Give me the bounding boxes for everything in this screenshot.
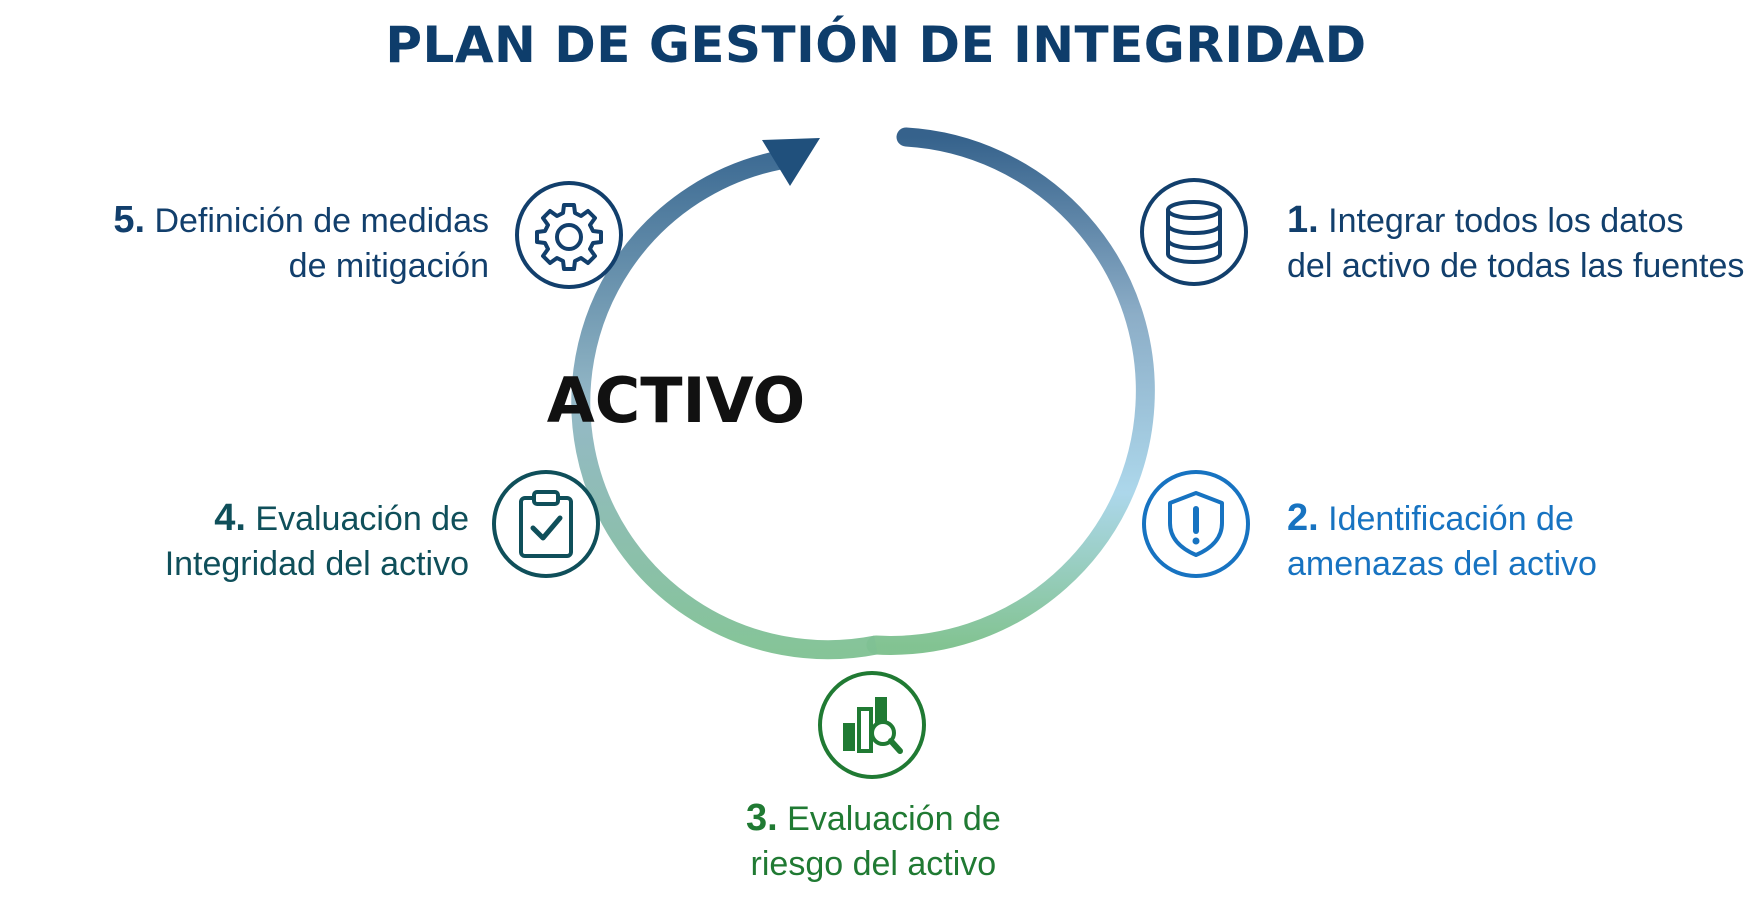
step-2-line2: amenazas del activo bbox=[1287, 545, 1597, 583]
gear-icon bbox=[535, 203, 603, 271]
shield-icon-circle bbox=[1142, 470, 1250, 578]
shield-alert-icon bbox=[1168, 491, 1224, 557]
clipboard-icon-circle bbox=[492, 470, 600, 578]
clipboard-check-icon bbox=[519, 490, 573, 558]
cycle-arrow-head bbox=[762, 138, 820, 186]
step-4-line2: Integridad del activo bbox=[164, 545, 469, 583]
step-1-number: 1. bbox=[1287, 199, 1319, 241]
step-1-line2: del activo de todas las fuentes bbox=[1287, 247, 1745, 285]
page-title: PLAN DE GESTIÓN DE INTEGRIDAD bbox=[385, 16, 1367, 74]
step-5-text: 5. Definición de medidas de mitigación bbox=[113, 198, 489, 289]
ring-right-arc bbox=[866, 127, 1155, 655]
database-icon bbox=[1166, 200, 1222, 264]
step-3-number: 3. bbox=[746, 797, 778, 839]
database-icon-circle bbox=[1140, 178, 1248, 286]
step-3-line1: Evaluación de bbox=[787, 800, 1001, 838]
step-3-text: 3. Evaluación de riesgo del activo bbox=[746, 796, 1001, 887]
step-1-text: 1. Integrar todos los datos del activo d… bbox=[1287, 198, 1744, 289]
step-4-number: 4. bbox=[214, 497, 246, 539]
step-4-text: 4. Evaluación de Integridad del activo bbox=[165, 496, 469, 587]
step-3-line2: riesgo del activo bbox=[750, 845, 997, 883]
step-4-line1: Evaluación de bbox=[255, 500, 469, 538]
chart-icon-circle bbox=[818, 671, 926, 779]
step-5-line1: Definición de medidas bbox=[154, 202, 489, 240]
step-2-number: 2. bbox=[1287, 497, 1319, 539]
step-5-line2: de mitigación bbox=[288, 247, 489, 285]
step-2-line1: Identificación de bbox=[1328, 500, 1574, 538]
ring-left-arc bbox=[571, 150, 878, 660]
center-label: ACTIVO bbox=[546, 364, 806, 437]
chart-magnifier-icon bbox=[843, 697, 903, 754]
step-5-number: 5. bbox=[113, 199, 146, 241]
step-2-text: 2. Identificación de amenazas del activo bbox=[1287, 496, 1597, 587]
step-1-line1: Integrar todos los datos bbox=[1328, 202, 1684, 240]
gear-icon-circle bbox=[515, 181, 623, 289]
